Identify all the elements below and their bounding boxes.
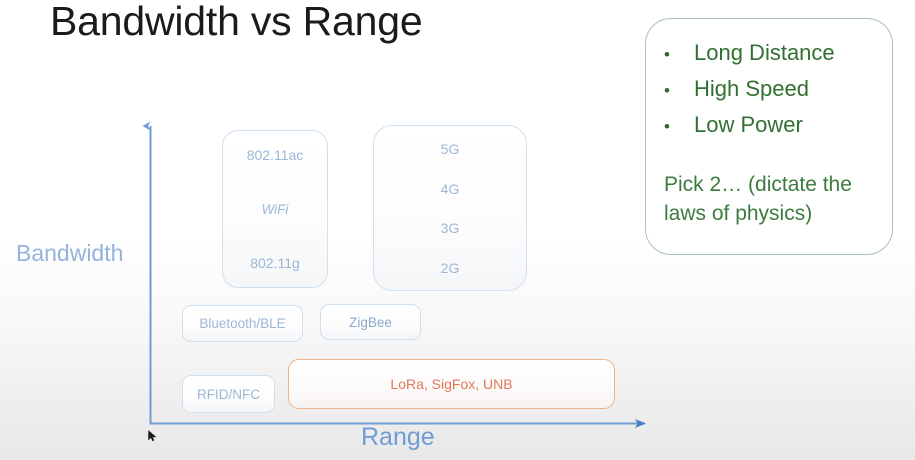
cellular-row-4g: 4G xyxy=(440,180,460,197)
wifi-family-label: WiFi xyxy=(261,201,289,217)
cellular-row-3g: 3G xyxy=(440,220,460,237)
wifi-top-label: 802.11ac xyxy=(246,147,304,163)
bullet-icon: • xyxy=(664,81,670,100)
cellular-row-5g: 5G xyxy=(440,141,460,157)
wifi-bottom-label: 802.11g xyxy=(250,255,300,271)
y-axis-label: Bandwidth xyxy=(16,240,124,266)
mouse-cursor-icon xyxy=(148,430,157,442)
tech-box-zigbee[interactable]: ZigBee xyxy=(320,304,421,340)
tech-box-rfid-nfc[interactable]: RFID/NFC xyxy=(182,375,275,413)
cellular-row-2g: 2G xyxy=(440,259,460,276)
list-item: • Long Distance xyxy=(664,36,872,72)
page-title: Bandwidth vs Range xyxy=(50,0,423,44)
bullet-icon: • xyxy=(664,117,670,136)
x-axis-label: Range xyxy=(361,423,435,451)
tech-box-cellular[interactable]: 5G 4G 3G 2G xyxy=(373,125,527,291)
callout-box: • Long Distance • High Speed • Low Power… xyxy=(645,18,893,255)
tech-box-bluetooth[interactable]: Bluetooth/BLE xyxy=(182,305,303,342)
callout-item-label: High Speed xyxy=(694,76,809,101)
callout-note: Pick 2… (dictate the laws of physics) xyxy=(664,173,852,225)
callout-bullet-list: • Long Distance • High Speed • Low Power xyxy=(664,36,872,144)
list-item: • High Speed xyxy=(664,72,872,108)
tech-box-wifi[interactable]: 802.11ac WiFi 802.11g xyxy=(222,130,328,288)
list-item: • Low Power xyxy=(664,108,872,144)
tech-box-lora-sigfox-unb[interactable]: LoRa, SigFox, UNB xyxy=(288,359,615,409)
callout-item-label: Long Distance xyxy=(694,40,835,65)
callout-item-label: Low Power xyxy=(694,112,803,137)
bullet-icon: • xyxy=(664,45,670,64)
